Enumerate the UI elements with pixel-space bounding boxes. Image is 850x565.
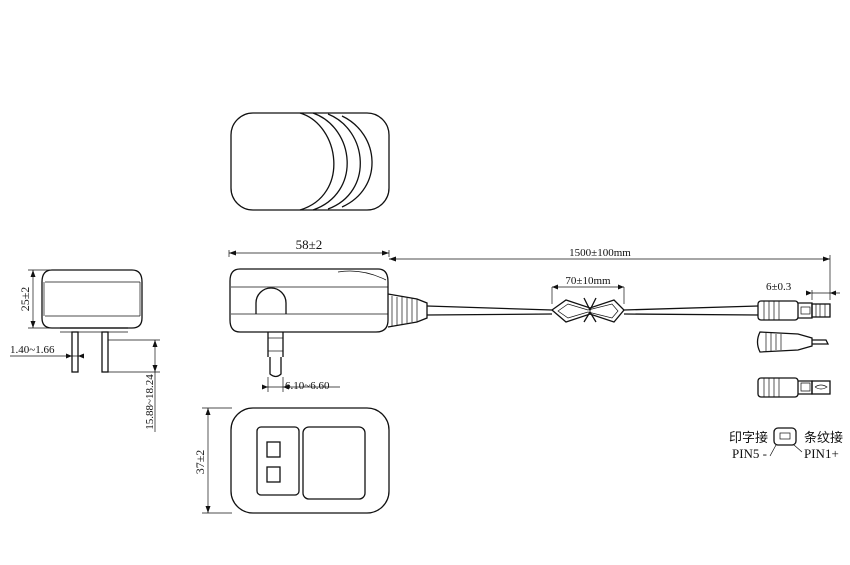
pin-length-dimension-label: 15.88~18.24 <box>144 374 156 430</box>
connector-micro-top <box>757 377 831 398</box>
depth-dimension-label: 37±2 <box>193 450 207 475</box>
tip-dimension-label: 6±0.3 <box>766 281 792 293</box>
pin-width-dimension-label: 6.10~6.60 <box>285 380 330 392</box>
pinout-left-pin: PIN5 - <box>732 446 767 461</box>
width-dimension-label: 58±2 <box>296 237 323 252</box>
bottom-view: 37±2 <box>193 407 390 514</box>
pinout-right-pin: PIN1+ <box>804 446 839 461</box>
pin-thickness-dimension-label: 1.40~1.66 <box>10 344 55 356</box>
top-view <box>230 112 390 211</box>
front-view: 25±2 1.40~1.66 15.88~18.24 <box>10 269 160 432</box>
connector-profile <box>756 331 830 353</box>
tie-dimension-label: 70±10mm <box>565 275 611 287</box>
height-dimension-label: 25±2 <box>18 287 32 312</box>
side-view: 58±2 6.10~6.60 <box>228 237 840 398</box>
pinout-legend: 印字接 条纹接 PIN5 - PIN1+ <box>729 427 843 461</box>
cable-length-dimension-label: 1500±100mm <box>569 247 631 259</box>
pinout-right-label: 条纹接 <box>804 430 843 445</box>
connector-micro-side <box>757 300 831 321</box>
pinout-left-label: 印字接 <box>729 430 768 445</box>
